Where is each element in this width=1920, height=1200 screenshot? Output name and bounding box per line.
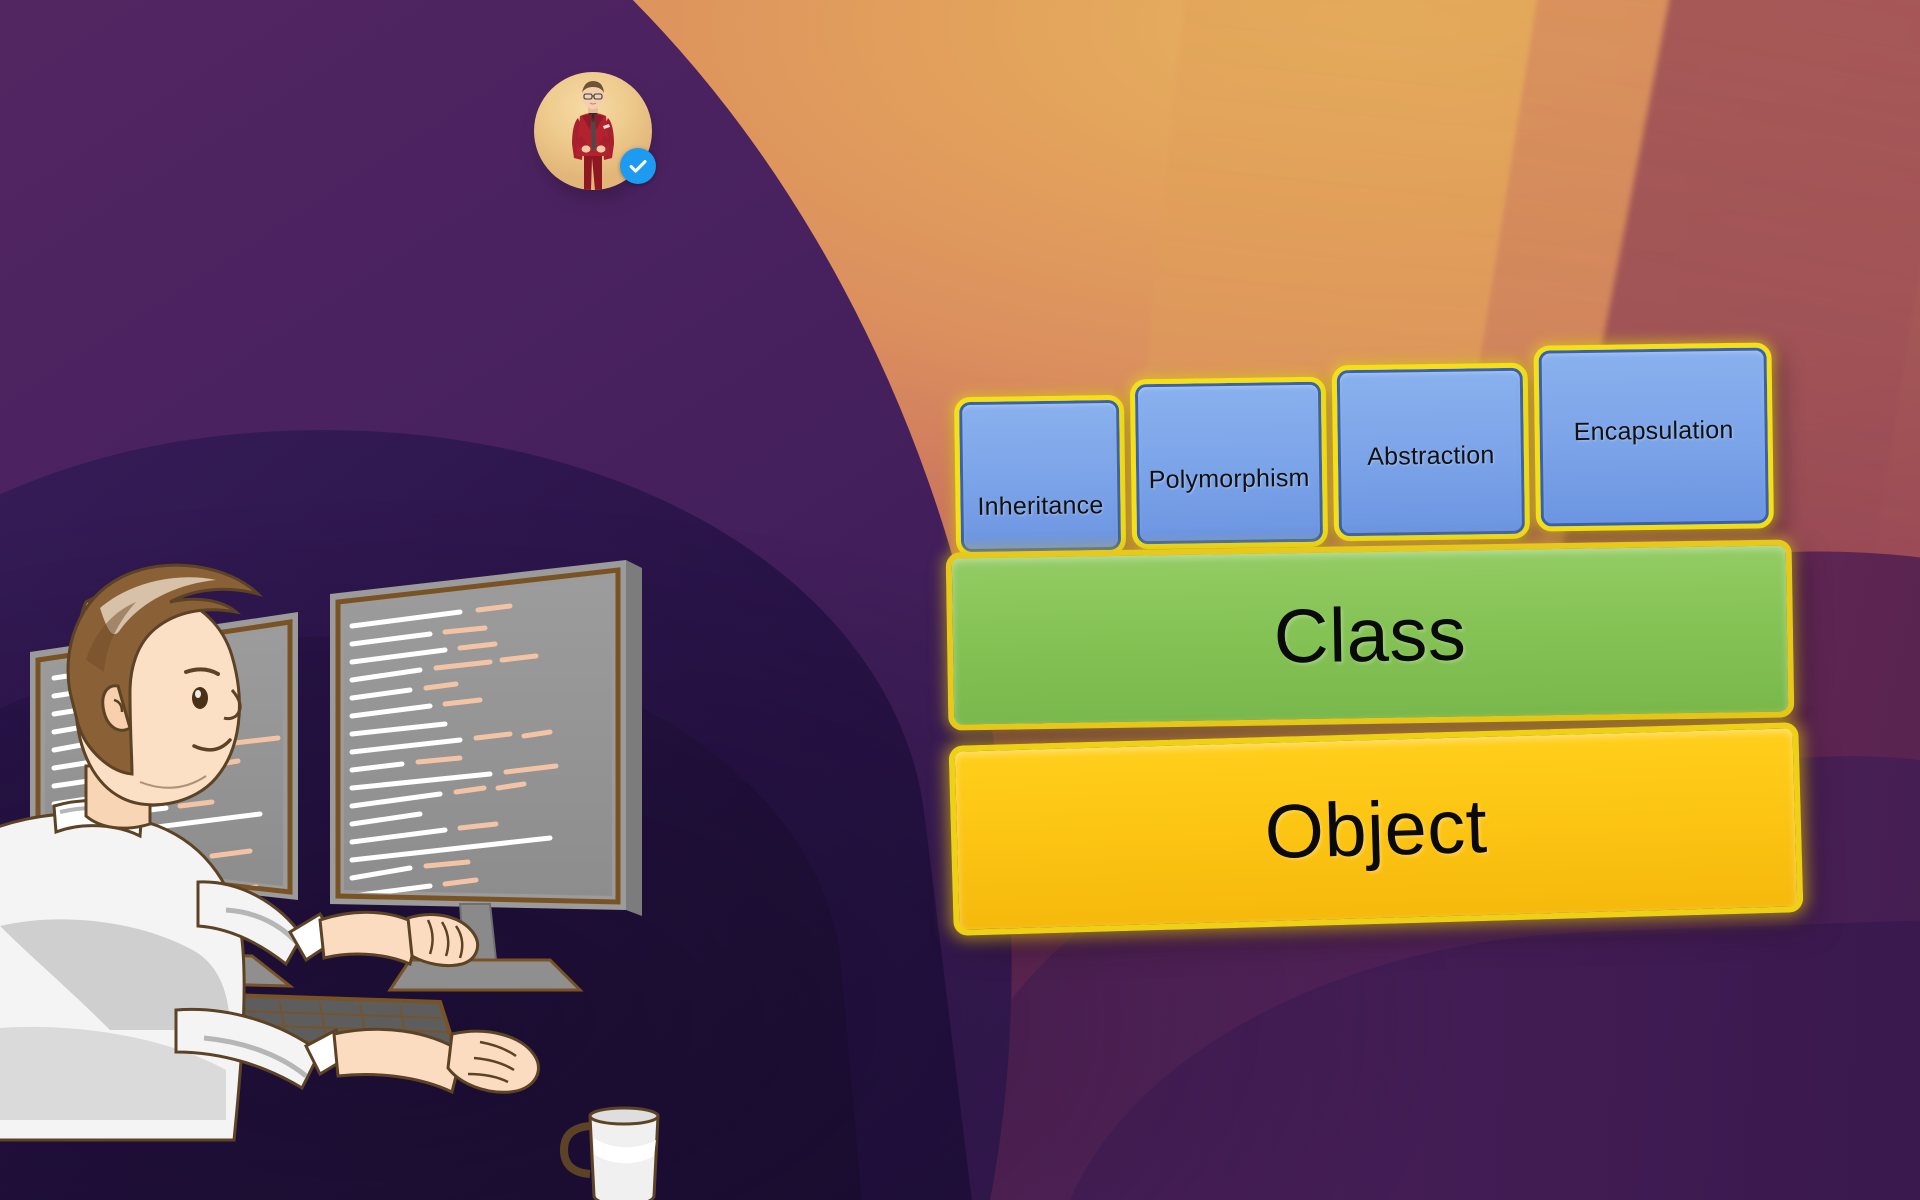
verified-check-icon <box>620 148 656 184</box>
pillar-box-encapsulation[interactable]: Encapsulation <box>1533 342 1775 532</box>
coffee-mug <box>559 1106 660 1200</box>
pillar-label: Polymorphism <box>1148 463 1310 494</box>
class-row-box[interactable]: Class <box>945 539 1795 731</box>
programmer-character <box>0 563 540 1142</box>
oop-diagram: Inheritance Polymorphism Abstraction Enc… <box>945 342 1804 970</box>
pillar-box-polymorphism[interactable]: Polymorphism <box>1129 376 1329 550</box>
avatar[interactable] <box>534 72 656 198</box>
pillar-label: Encapsulation <box>1573 415 1734 446</box>
object-row-box[interactable]: Object <box>948 722 1804 936</box>
programmer-illustration <box>0 560 890 1200</box>
oop-pillars-row: Inheritance Polymorphism Abstraction Enc… <box>953 342 1795 558</box>
object-row-label: Object <box>1263 783 1489 875</box>
class-row-label: Class <box>1273 590 1467 680</box>
right-monitor-code <box>349 603 559 900</box>
pillar-box-abstraction[interactable]: Abstraction <box>1331 362 1531 542</box>
avatar-person-image <box>572 81 614 190</box>
pillar-box-inheritance[interactable]: Inheritance <box>953 394 1127 558</box>
pillar-label: Inheritance <box>977 490 1104 521</box>
pillar-label: Abstraction <box>1367 440 1495 471</box>
right-monitor <box>330 560 642 992</box>
